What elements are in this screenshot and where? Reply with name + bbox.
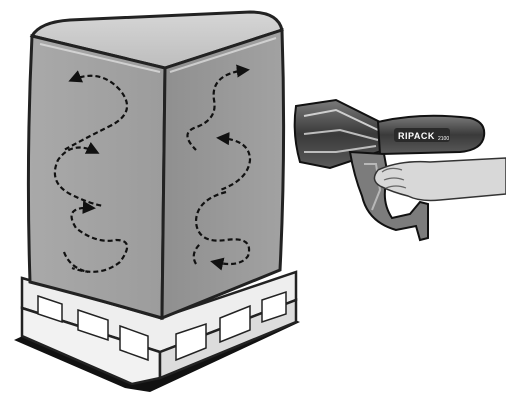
gun-brand-label: RIPACK <box>398 131 435 141</box>
film-front <box>28 36 165 318</box>
gun-model-label: 2100 <box>438 136 449 142</box>
operator-hand <box>374 158 506 201</box>
film-side <box>162 30 284 318</box>
wrapped-load <box>28 12 283 318</box>
